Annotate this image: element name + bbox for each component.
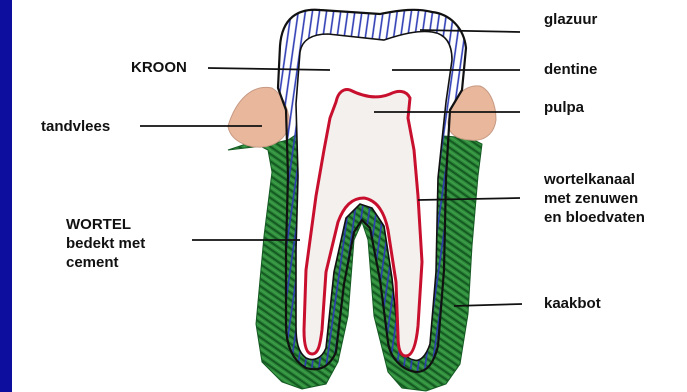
label-dentine: dentine	[544, 60, 597, 79]
label-wortelkanaal-line1: wortelkanaal	[544, 170, 645, 189]
label-wortel-line3: cement	[66, 253, 145, 272]
label-wortelkanaal-group: wortelkanaal met zenuwen en bloedvaten	[544, 170, 645, 227]
label-wortelkanaal-line3: en bloedvaten	[544, 208, 645, 227]
label-wortelkanaal-line2: met zenuwen	[544, 189, 645, 208]
label-glazuur: glazuur	[544, 10, 597, 29]
label-kroon: KROON	[131, 58, 187, 77]
label-wortel-group: WORTEL bedekt met cement	[66, 215, 145, 272]
label-tandvlees: tandvlees	[41, 117, 110, 136]
label-kaakbot: kaakbot	[544, 294, 601, 313]
label-pulpa: pulpa	[544, 98, 584, 117]
label-wortel-line1: WORTEL	[66, 215, 145, 234]
label-wortel-line2: bedekt met	[66, 234, 145, 253]
